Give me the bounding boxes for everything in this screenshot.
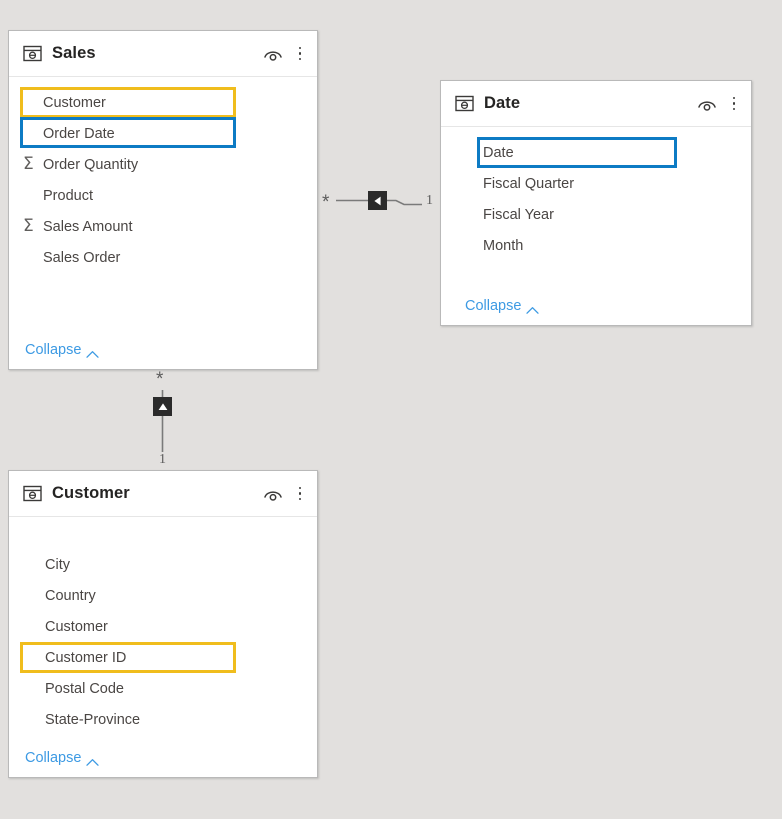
collapse-label: Collapse <box>25 750 82 766</box>
chevron-up-icon <box>526 302 540 314</box>
arrow-up-icon[interactable] <box>153 397 172 416</box>
field-label: City <box>45 556 70 573</box>
more-options-icon[interactable] <box>293 485 307 503</box>
field-row[interactable]: Customer ID <box>9 642 317 673</box>
table-title: Date <box>484 94 521 112</box>
field-row[interactable]: Fiscal Quarter <box>441 168 751 199</box>
cardinality-many-label: * <box>156 369 164 390</box>
field-row[interactable]: Σ Order Date <box>9 118 317 149</box>
table-header-date[interactable]: Date <box>441 81 751 127</box>
kebab-dot <box>298 52 302 55</box>
field-label: Product <box>43 187 93 204</box>
chevron-up-icon <box>86 346 100 358</box>
field-label: Fiscal Quarter <box>483 175 575 192</box>
table-header-actions <box>262 485 307 503</box>
table-icon <box>23 44 42 63</box>
field-label: State-Province <box>45 711 141 728</box>
field-row[interactable]: Σ Customer <box>9 87 317 118</box>
field-label: Date <box>483 144 514 161</box>
field-row[interactable]: Date <box>441 137 751 168</box>
field-label: Customer <box>45 618 108 635</box>
field-label: Order Date <box>43 125 115 142</box>
field-list-customer: City Country Customer Customer ID Postal… <box>9 517 317 739</box>
collapse-button[interactable]: Collapse <box>9 739 317 777</box>
table-header-sales[interactable]: Sales <box>9 31 317 77</box>
field-list-date: Date Fiscal Quarter Fiscal Year Month <box>441 127 751 287</box>
table-icon <box>455 94 474 113</box>
relationship-sales-customer[interactable]: * 1 <box>148 370 182 470</box>
kebab-dot <box>298 46 302 50</box>
table-title: Customer <box>52 484 130 502</box>
kebab-dot <box>298 492 302 495</box>
eye-hide-icon[interactable] <box>696 96 718 112</box>
kebab-dot <box>298 497 302 501</box>
table-card-date[interactable]: Date Date Fis <box>440 80 752 326</box>
more-options-icon[interactable] <box>293 45 307 63</box>
collapse-button[interactable]: Collapse <box>9 331 317 369</box>
relationship-sales-date[interactable]: * 1 <box>318 186 440 220</box>
eye-hide-icon[interactable] <box>262 486 284 502</box>
field-label: Fiscal Year <box>483 206 554 223</box>
field-row[interactable]: State-Province <box>9 704 317 735</box>
cardinality-many-label: * <box>322 192 330 213</box>
more-options-icon[interactable] <box>727 95 741 113</box>
field-row[interactable]: City <box>9 549 317 580</box>
field-label: Postal Code <box>45 680 124 697</box>
kebab-dot <box>732 96 736 100</box>
table-header-actions <box>696 95 741 113</box>
field-row[interactable]: Σ Sales Order <box>9 242 317 273</box>
collapse-button[interactable]: Collapse <box>441 287 751 325</box>
table-header-actions <box>262 45 307 63</box>
field-row[interactable]: Σ Sales Amount <box>9 211 317 242</box>
cardinality-one-label: 1 <box>159 452 166 467</box>
kebab-dot <box>732 102 736 105</box>
relationship-line[interactable] <box>148 370 182 470</box>
table-title: Sales <box>52 44 96 62</box>
cardinality-one-label: 1 <box>426 193 433 208</box>
chevron-up-icon <box>86 754 100 766</box>
table-card-sales[interactable]: Sales Σ Customer <box>8 30 318 370</box>
field-list-sales: Σ Customer Σ Order Date Σ Order Quantity… <box>9 77 317 331</box>
field-label: Customer ID <box>45 649 127 666</box>
relationship-line[interactable] <box>318 186 440 220</box>
kebab-dot <box>732 107 736 111</box>
table-card-customer[interactable]: Customer City <box>8 470 318 778</box>
eye-hide-icon[interactable] <box>262 46 284 62</box>
arrow-left-icon[interactable] <box>368 191 387 210</box>
field-row[interactable]: Fiscal Year <box>441 199 751 230</box>
sigma-icon: Σ <box>23 154 34 174</box>
field-row[interactable]: Σ Product <box>9 180 317 211</box>
field-row[interactable]: Country <box>9 580 317 611</box>
field-row[interactable]: Postal Code <box>9 673 317 704</box>
field-row[interactable]: Month <box>441 230 751 261</box>
table-icon <box>23 484 42 503</box>
kebab-dot <box>298 486 302 490</box>
collapse-label: Collapse <box>25 342 82 358</box>
field-row[interactable]: Σ Order Quantity <box>9 149 317 180</box>
collapse-label: Collapse <box>465 298 522 314</box>
field-label: Country <box>45 587 96 604</box>
table-header-customer[interactable]: Customer <box>9 471 317 517</box>
field-label: Sales Order <box>43 249 121 266</box>
field-label: Month <box>483 237 524 254</box>
kebab-dot <box>298 57 302 61</box>
sigma-icon: Σ <box>23 216 34 236</box>
field-label: Sales Amount <box>43 218 133 235</box>
field-row[interactable]: Customer <box>9 611 317 642</box>
field-label: Order Quantity <box>43 156 139 173</box>
field-label: Customer <box>43 94 106 111</box>
